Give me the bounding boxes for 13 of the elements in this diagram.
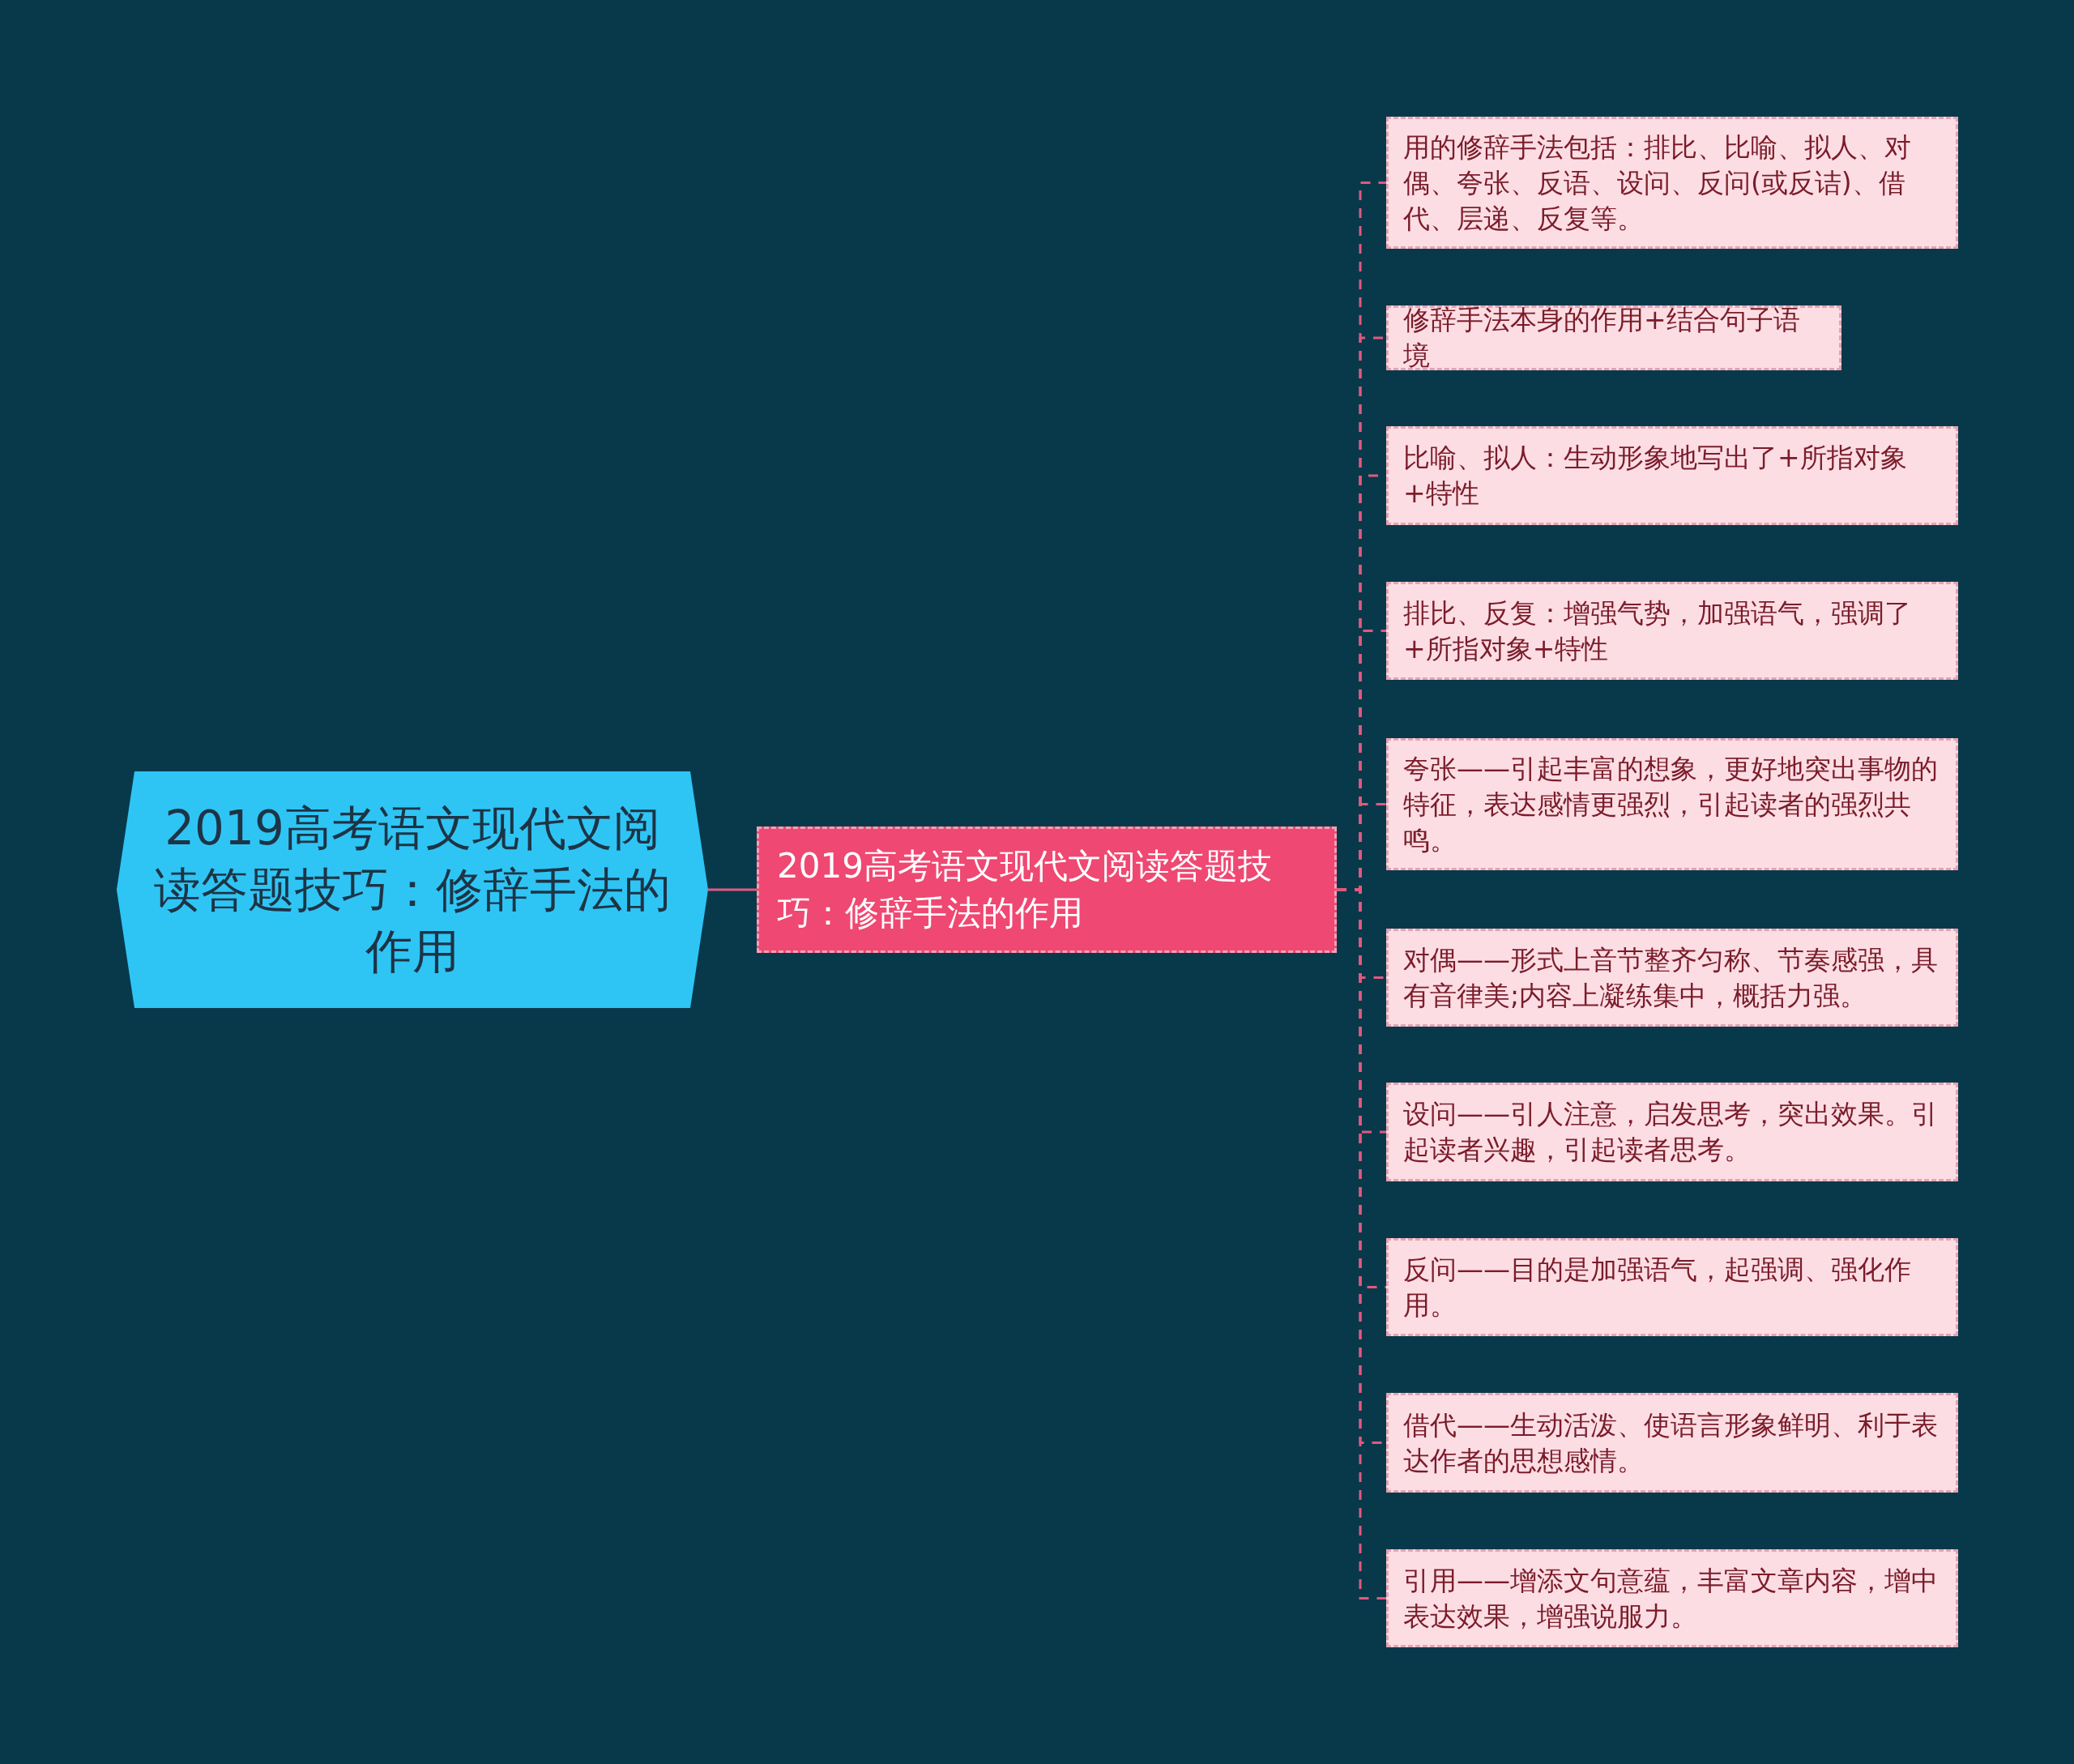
text-box: 引用——增添文句意蕴，丰富文章内容，增中表达效果，增强说服力。 [1386, 1549, 1958, 1647]
topic-hexagon: 2019高考语文现代文阅读答题技巧：修辞手法的作用 [117, 771, 708, 1008]
connector [708, 888, 757, 891]
text-box: 夸张——引起丰富的想象，更好地突出事物的特征，表达感情更强烈，引起读者的强烈共鸣。 [1386, 738, 1958, 870]
text-box: 排比、反复：增强气势，加强语气，强调了+所指对象+特性 [1386, 582, 1958, 680]
text-box: 修辞手法本身的作用+结合句子语境 [1386, 305, 1841, 370]
text-box: 反问——目的是加强语气，起强调、强化作用。 [1386, 1238, 1958, 1336]
text-box: 借代——生动活泼、使语言形象鲜明、利于表达作者的思想感情。 [1386, 1393, 1958, 1493]
text-box: 用的修辞手法包括：排比、比喻、拟人、对偶、夸张、反语、设问、反问(或反诘)、借代、层递、反复等。 [1386, 117, 1958, 249]
text-box: 设问——引人注意，启发思考，突出效果。引起读者兴趣，引起读者思考。 [1386, 1083, 1958, 1181]
subtopic-box: 2019高考语文现代文阅读答题技巧：修辞手法的作用 [757, 826, 1337, 953]
text-box: 对偶——形式上音节整齐匀称、节奏感强，具有音律美;内容上凝练集中，概括力强。 [1386, 929, 1958, 1027]
text-box: 比喻、拟人：生动形象地写出了+所指对象+特性 [1386, 426, 1958, 525]
